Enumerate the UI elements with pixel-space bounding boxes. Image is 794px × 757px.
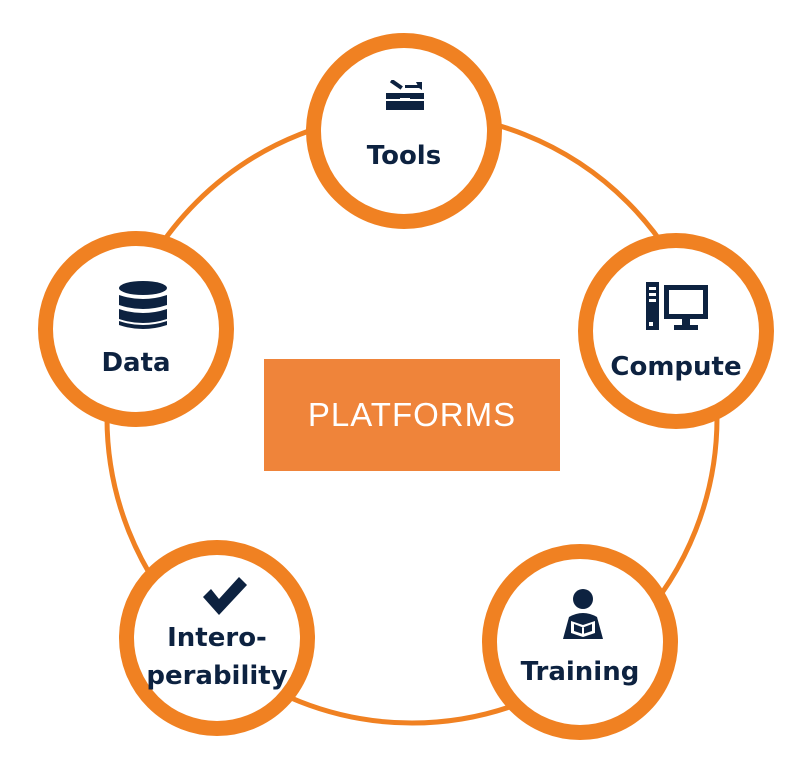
node-tools: Tools	[306, 33, 502, 229]
toolbox-icon	[386, 80, 424, 110]
person-reading-icon	[563, 589, 603, 639]
database-icon	[119, 281, 167, 329]
checkmark-icon	[203, 577, 247, 615]
node-interoperability: Intero- perability	[119, 540, 315, 736]
node-training: Training	[482, 544, 678, 740]
node-data: Data	[38, 231, 234, 427]
center-box: PLATFORMS	[264, 359, 560, 471]
node-interoperability-label-line1: Intero-	[167, 623, 267, 653]
node-tools-label: Tools	[366, 141, 442, 171]
center-label: PLATFORMS	[307, 396, 517, 433]
node-data-label: Data	[101, 348, 171, 378]
node-compute: Compute	[578, 233, 774, 429]
computer-icon	[646, 282, 708, 330]
node-compute-label: Compute	[610, 352, 742, 382]
node-training-label: Training	[520, 657, 640, 687]
node-interoperability-label-line2: perability	[146, 661, 288, 691]
